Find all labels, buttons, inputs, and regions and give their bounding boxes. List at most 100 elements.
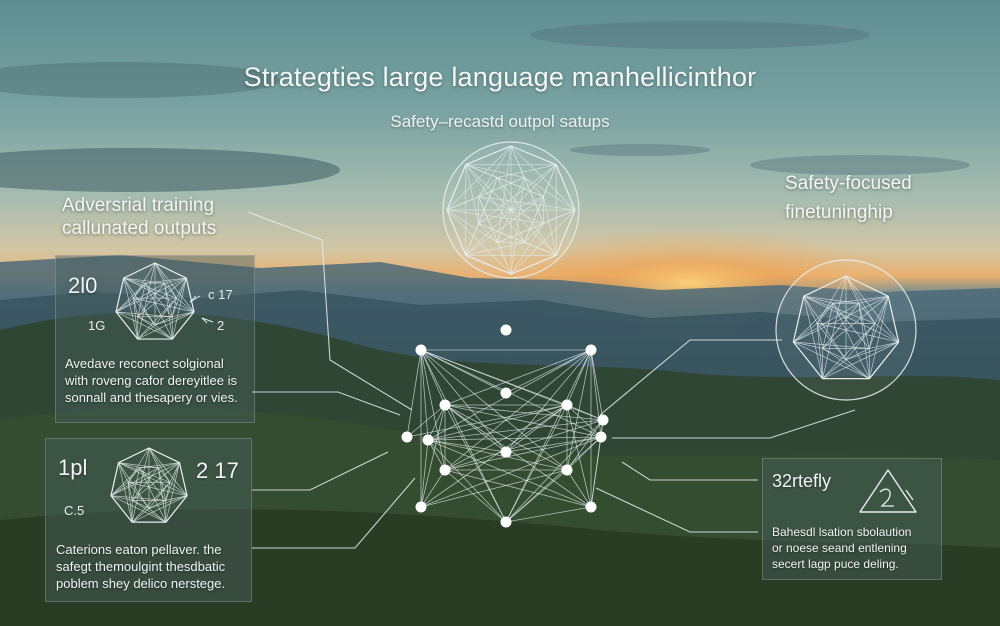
polyhedron-edge bbox=[793, 341, 823, 349]
heading-line: Safety-focused bbox=[785, 173, 912, 194]
polyhedron-edge bbox=[148, 447, 159, 468]
network-edge bbox=[427, 439, 507, 523]
network-node bbox=[585, 501, 597, 513]
network-node bbox=[597, 414, 609, 426]
text-line: sonnall and thesapery or vies. bbox=[65, 390, 238, 405]
polyhedron-edge bbox=[133, 298, 138, 340]
polyhedron-edge bbox=[123, 277, 138, 340]
polyhedron-edge bbox=[869, 341, 899, 349]
page-subtitle: Safety–recastd outpol satups bbox=[390, 112, 610, 131]
warning-triangle-icon bbox=[859, 469, 917, 513]
network-edge bbox=[420, 349, 604, 421]
polyhedron-edge bbox=[465, 164, 479, 224]
connector-line bbox=[599, 339, 782, 416]
connector-line bbox=[247, 211, 413, 411]
polyhedron-edge bbox=[803, 296, 899, 343]
polyhedron-edge bbox=[858, 303, 870, 349]
network-node bbox=[500, 324, 512, 336]
polyhedron-edge bbox=[165, 495, 188, 501]
polyhedron-edge bbox=[110, 495, 133, 501]
polyhedron-edge bbox=[171, 298, 177, 317]
network-edge bbox=[420, 349, 446, 406]
network-edge bbox=[566, 419, 604, 471]
polyhedron-edge bbox=[118, 462, 150, 509]
network-edge bbox=[590, 349, 604, 421]
polyhedron-edge bbox=[497, 177, 544, 197]
polyhedron-edge bbox=[524, 223, 544, 243]
polyhedron-edge bbox=[845, 275, 860, 304]
polyhedron-edge bbox=[478, 223, 525, 243]
polyhedron-edge bbox=[816, 323, 899, 343]
heading-line: Adversrial training bbox=[62, 195, 215, 216]
polyhedron-edge bbox=[845, 341, 899, 361]
panel-left-top-number-br: 2 bbox=[217, 318, 225, 333]
polyhedron-edge bbox=[176, 297, 195, 313]
network-edge bbox=[505, 349, 592, 453]
polyhedron-edge bbox=[127, 482, 133, 523]
polyhedron-edge bbox=[803, 296, 818, 324]
panel-left-top-number-bl: 1G bbox=[88, 318, 106, 333]
polyhedron-edge bbox=[148, 495, 188, 509]
polyhedron-edge bbox=[154, 311, 195, 326]
network-edge bbox=[427, 439, 446, 471]
polyhedron-edge bbox=[133, 282, 146, 299]
polyhedron-edge bbox=[148, 508, 167, 523]
network-edge bbox=[427, 439, 592, 508]
polyhedron-edge bbox=[465, 164, 498, 178]
polyhedron-edge bbox=[133, 298, 139, 317]
polyhedron-edge bbox=[123, 277, 177, 299]
polyhedron-edge bbox=[164, 283, 173, 317]
network-edge bbox=[444, 404, 592, 508]
network-edge bbox=[505, 506, 592, 523]
polyhedron-edge bbox=[822, 348, 870, 379]
polyhedron-edge bbox=[137, 316, 173, 340]
polyhedron-edge bbox=[110, 481, 129, 496]
network-node bbox=[439, 399, 451, 411]
panel-left-bottom-number-tr: 2 17 bbox=[196, 458, 239, 483]
network-edge bbox=[444, 469, 592, 508]
polyhedron-edge bbox=[478, 223, 498, 243]
network-edge bbox=[427, 404, 568, 441]
network-edge bbox=[420, 404, 568, 508]
polyhedron-edge bbox=[845, 359, 870, 379]
polyhedron-edge bbox=[822, 303, 834, 349]
polyhedron-edge bbox=[497, 177, 525, 243]
network-edge bbox=[420, 436, 602, 508]
polyhedron-edge bbox=[171, 277, 187, 317]
polyhedron-edge bbox=[524, 177, 544, 197]
panel-left-top-number-tl: 2l0 bbox=[68, 273, 98, 298]
panel-right-bottom-text: Bahesdl lsation sbolaution or noese sean… bbox=[772, 524, 911, 572]
polyhedron-edge bbox=[137, 283, 146, 317]
polyhedron-edge bbox=[123, 277, 134, 299]
connector-lines bbox=[247, 211, 856, 549]
text-line: with roveng cafor dereyitlee is bbox=[65, 373, 237, 388]
connector-line bbox=[595, 487, 758, 533]
polyhedron-edge bbox=[115, 297, 134, 313]
polyhedron-edge bbox=[127, 482, 150, 509]
polyhedron-edge bbox=[832, 303, 870, 379]
polyhedron-edge bbox=[868, 296, 889, 349]
network-edge bbox=[420, 349, 446, 471]
polyhedron-edge bbox=[148, 482, 171, 509]
network-node bbox=[561, 399, 573, 411]
polyhedron-edge bbox=[110, 467, 159, 496]
text-line: or noese seand entlening bbox=[772, 541, 907, 555]
panel-left-top-text: Avedave reconect solgional with roveng c… bbox=[65, 355, 238, 406]
network-edge bbox=[444, 349, 592, 471]
polyhedron-edge bbox=[478, 177, 498, 197]
polyhedron-edge bbox=[137, 324, 156, 340]
network-edge bbox=[420, 439, 429, 508]
warning-tick bbox=[905, 489, 914, 501]
polyhedron-edge bbox=[816, 303, 834, 324]
polyhedron-edge bbox=[465, 242, 525, 256]
polyhedron-edge bbox=[164, 283, 173, 340]
polyhedron-edge bbox=[132, 500, 167, 523]
network-edge bbox=[427, 439, 507, 453]
arrow-icon bbox=[201, 317, 214, 323]
polyhedron-edge bbox=[123, 277, 165, 284]
network-node bbox=[595, 431, 607, 443]
network-edge bbox=[566, 404, 592, 508]
polyhedron-edge bbox=[169, 481, 188, 496]
polyhedron-edge bbox=[115, 282, 146, 313]
